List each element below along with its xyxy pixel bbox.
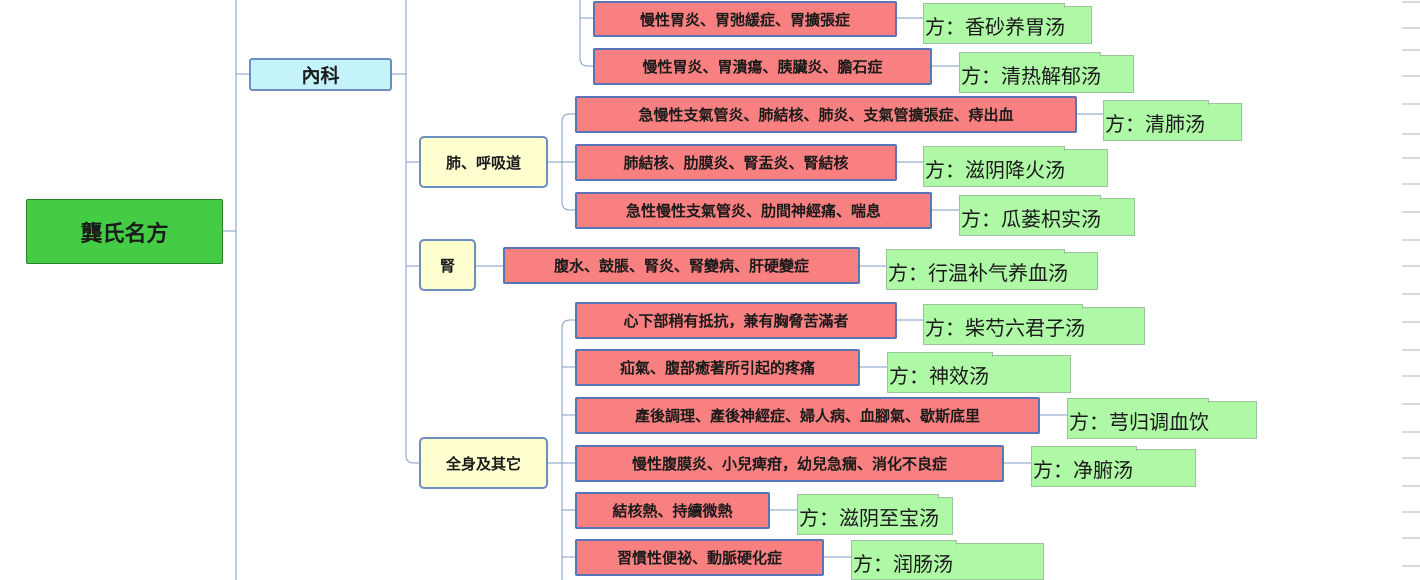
prescription-note[interactable]: 方：润肠汤 [851, 540, 1044, 580]
prescription-label: 方：清肺汤 [1105, 112, 1205, 136]
prescription-label: 方：香砂养胃汤 [925, 15, 1065, 39]
prescription-note[interactable]: 方：香砂养胃汤 [923, 3, 1092, 44]
root-node[interactable]: 龔氏名方 [26, 199, 223, 264]
prescription-label: 方：行温补气养血汤 [888, 261, 1068, 285]
prescription-note[interactable]: 方：行温补气养血汤 [886, 249, 1098, 290]
disease-node[interactable]: 慢性胃炎、胃潰瘍、胰臟炎、膽石症 [593, 48, 932, 85]
prescription-label: 方：清热解郁汤 [961, 64, 1101, 88]
category-node-lung[interactable]: 肺、呼吸道 [419, 136, 548, 188]
prescription-note[interactable]: 方：芎归调血饮 [1067, 398, 1257, 439]
prescription-note[interactable]: 方：滋阴降火汤 [923, 146, 1108, 187]
category-node-body[interactable]: 全身及其它 [419, 437, 548, 489]
prescription-note[interactable]: 方：瓜蒌枳实汤 [959, 195, 1135, 236]
prescription-label: 方：润肠汤 [853, 552, 953, 576]
disease-node[interactable]: 習慣性便祕、動脈硬化症 [575, 539, 824, 576]
prescription-note[interactable]: 方：净腑汤 [1031, 446, 1196, 487]
prescription-note[interactable]: 方：神效汤 [887, 352, 1071, 393]
prescription-note[interactable]: 方：清肺汤 [1103, 100, 1242, 141]
disease-node[interactable]: 肺結核、肋膜炎、腎盂炎、腎結核 [575, 144, 897, 181]
prescription-label: 方：芎归调血饮 [1069, 410, 1209, 434]
prescription-label: 方：柴芍六君子汤 [925, 316, 1085, 340]
ruler-ticks [1402, 1, 1420, 567]
category-node-kidney[interactable]: 腎 [419, 239, 476, 291]
prescription-label: 方：滋阴降火汤 [925, 158, 1065, 182]
prescription-note[interactable]: 方：柴芍六君子汤 [923, 304, 1145, 345]
disease-node[interactable]: 慢性腹膜炎、小兒痺疳，幼兒急癇、消化不良症 [575, 445, 1004, 482]
disease-node[interactable]: 疝氣、腹部癒著所引起的疼痛 [575, 349, 860, 386]
disease-node[interactable]: 腹水、鼓脹、腎炎、腎變病、肝硬變症 [503, 247, 860, 284]
prescription-label: 方：神效汤 [889, 364, 989, 388]
disease-node[interactable]: 產後調理、產後神經症、婦人病、血腳氣、歇斯底里 [575, 397, 1040, 434]
prescription-note[interactable]: 方：滋阴至宝汤 [797, 494, 953, 535]
branch-node-internal-medicine[interactable]: 內科 [249, 58, 392, 91]
disease-node[interactable]: 急慢性支氣管炎、肺結核、肺炎、支氣管擴張症、痔出血 [575, 96, 1077, 133]
disease-node[interactable]: 慢性胃炎、胃弛緩症、胃擴張症 [593, 1, 897, 37]
prescription-label: 方：瓜蒌枳实汤 [961, 207, 1101, 231]
disease-node[interactable]: 急性慢性支氣管炎、肋間神經痛、喘息 [575, 192, 932, 229]
disease-node[interactable]: 心下部稍有抵抗，兼有胸脅苦滿者 [575, 302, 897, 339]
prescription-label: 方：滋阴至宝汤 [799, 506, 939, 530]
prescription-note[interactable]: 方：清热解郁汤 [959, 52, 1134, 93]
prescription-label: 方：净腑汤 [1033, 458, 1133, 482]
disease-node[interactable]: 結核熱、持續微熱 [575, 492, 770, 529]
